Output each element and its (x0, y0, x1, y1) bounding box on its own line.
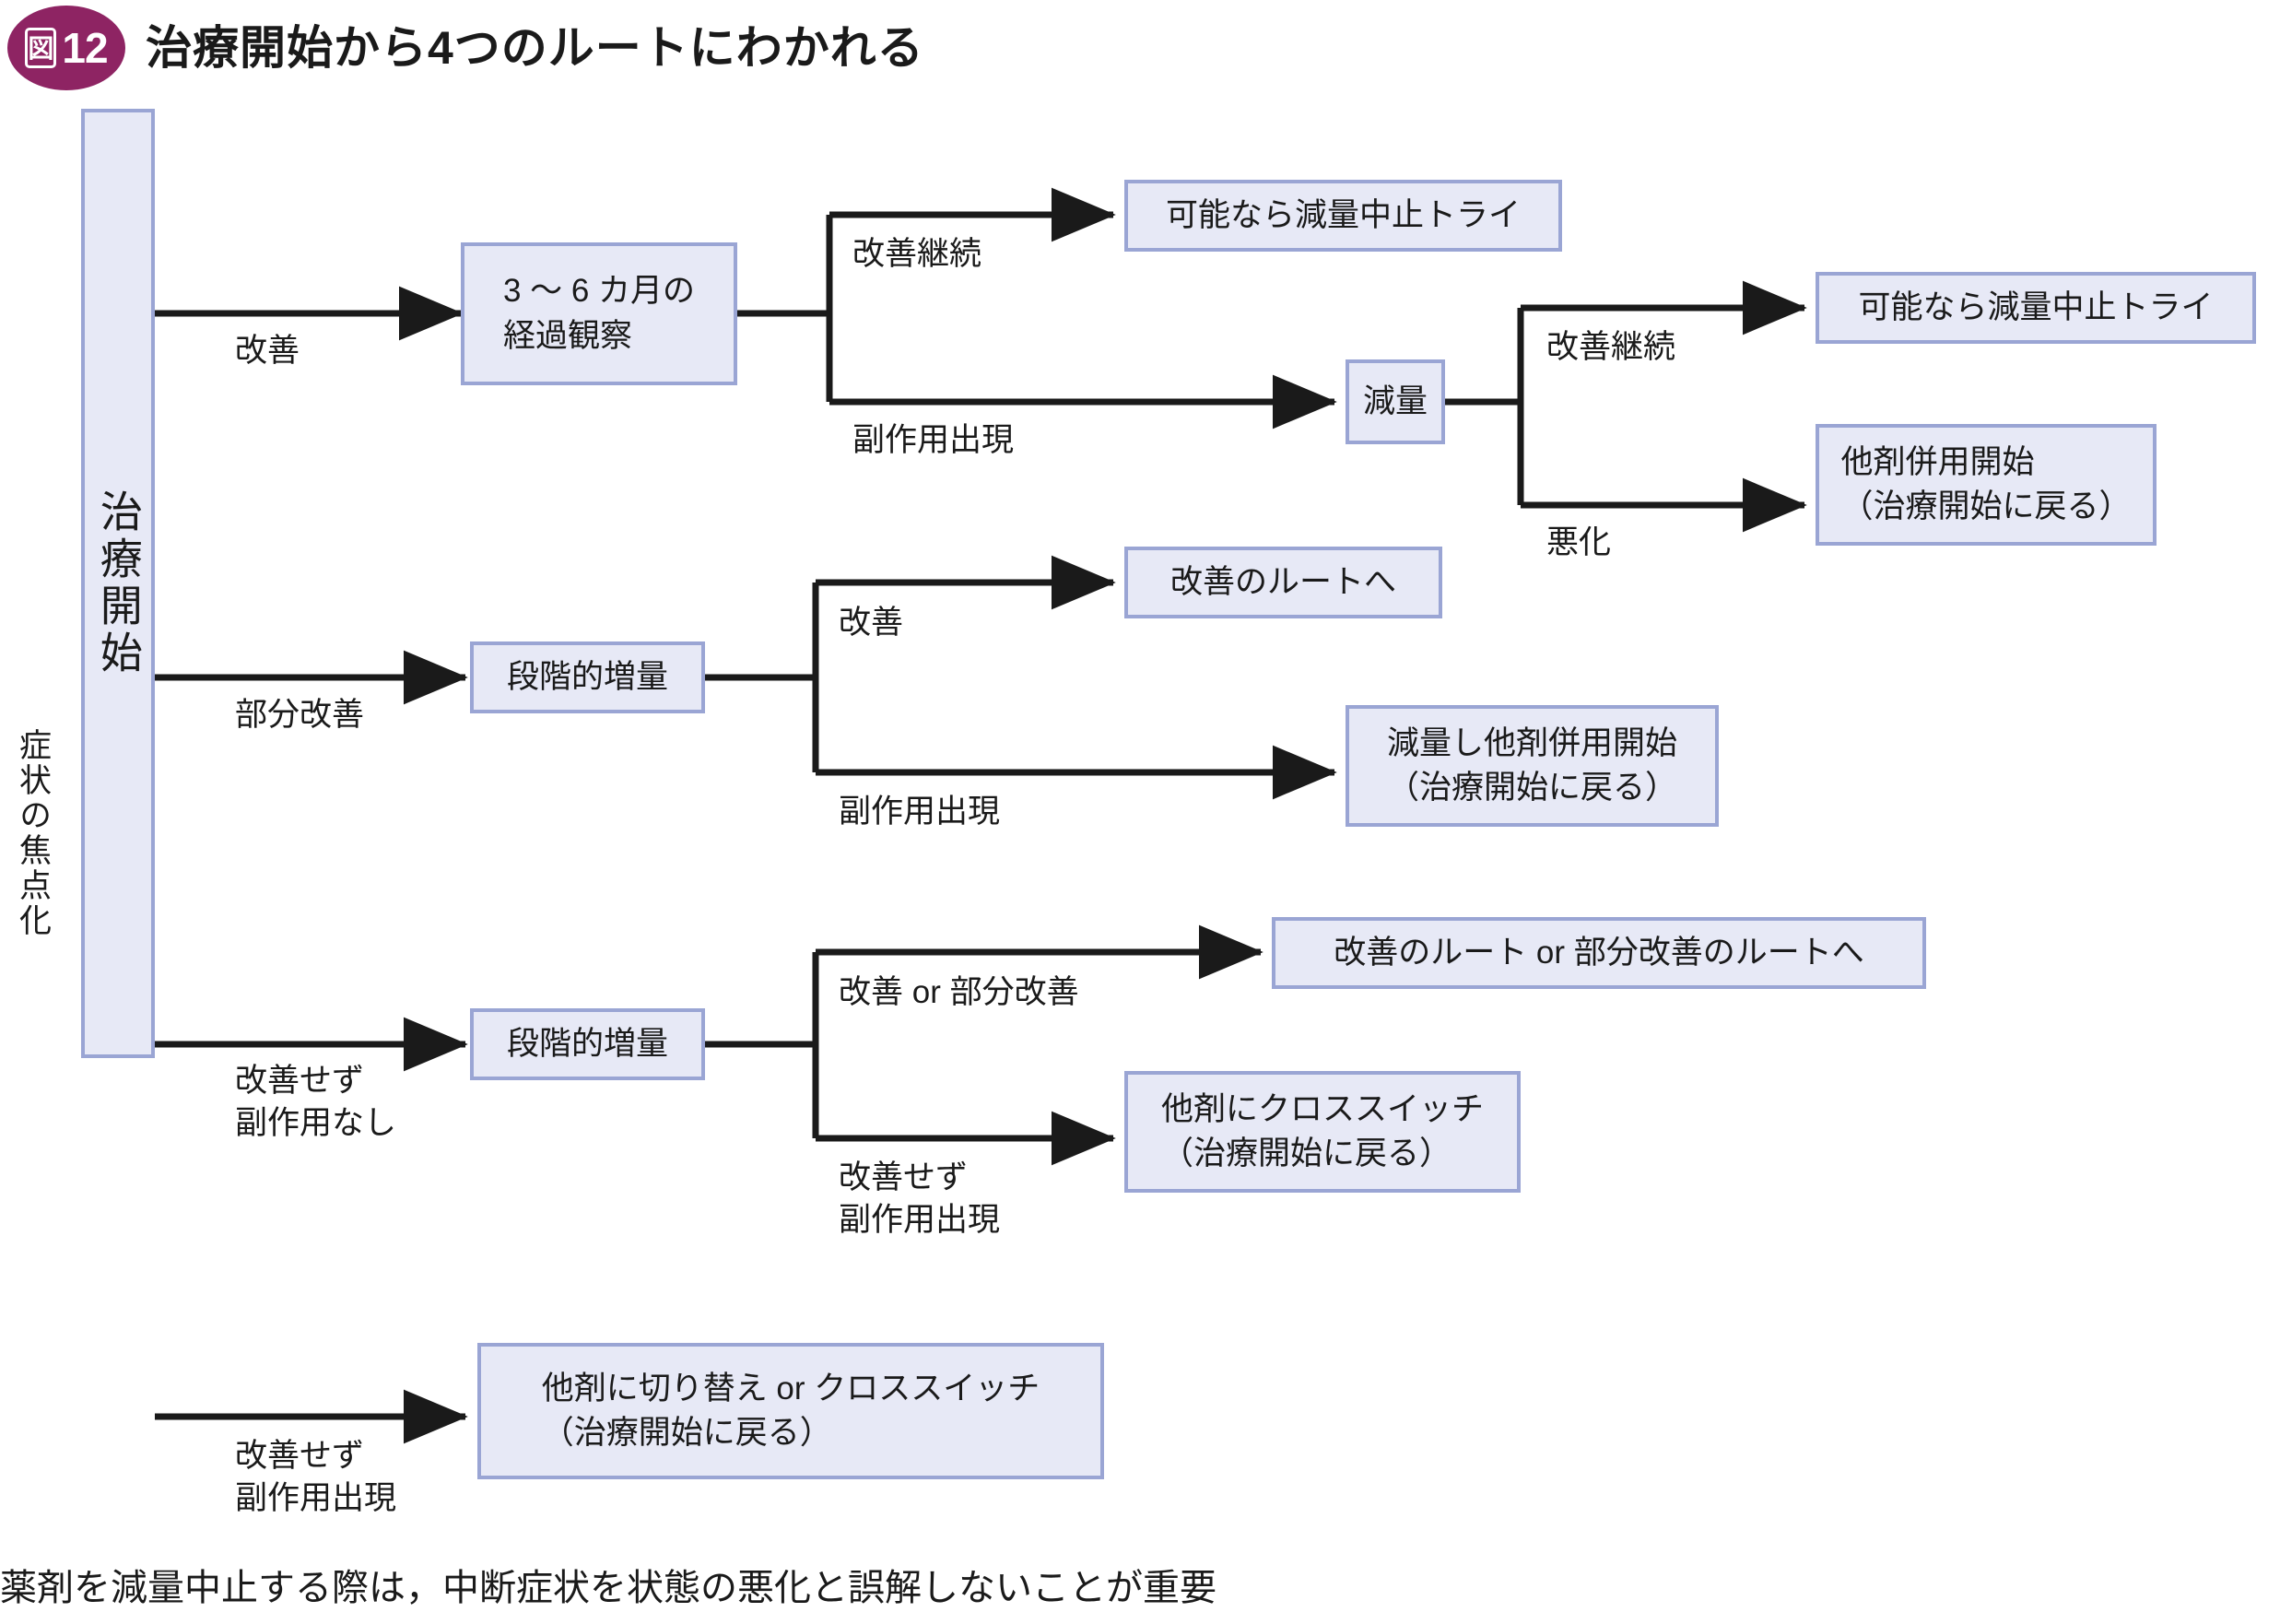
edge-label-partial-improve: 部分改善 (235, 697, 365, 733)
edge-label-improve-or-partial: 改善 or 部分改善 (839, 974, 1079, 1010)
node-cross-switch-return[interactable]: 他剤にクロススイッチ （治療開始に戻る） (1124, 1071, 1521, 1193)
figure-header: 図 12 治療開始から4つのルートにわかれる (0, 0, 2280, 101)
node-add-other-drug-return[interactable]: 他剤併用開始 （治療開始に戻る） (1816, 424, 2157, 546)
edge-label-improve-continue-1: 改善継続 (852, 236, 982, 272)
node-switch-or-cross-switch-return[interactable]: 他剤に切り替え or クロススイッチ （治療開始に戻る） (477, 1343, 1104, 1479)
node-taper-stop-try-1[interactable]: 可能なら減量中止トライ (1124, 180, 1562, 252)
edge-label-no-improve-side-effect-2: 改善せず 副作用出現 (235, 1438, 397, 1516)
edge-label-improve: 改善 (235, 333, 300, 369)
node-go-to-improve-or-partial-route[interactable]: 改善のルート or 部分改善のルートへ (1272, 917, 1926, 989)
edge-label-improve-continue-2: 改善継続 (1546, 329, 1676, 365)
node-go-to-improve-route[interactable]: 改善のルートへ (1124, 547, 1442, 618)
node-stepwise-increase-1[interactable]: 段階的増量 (470, 641, 705, 713)
node-taper-stop-try-2[interactable]: 可能なら減量中止トライ (1816, 272, 2256, 344)
symptom-focus-label: 症状の焦点化 (15, 728, 51, 938)
node-stepwise-increase-2[interactable]: 段階的増量 (470, 1008, 705, 1080)
node-reduce-add-other-drug-return[interactable]: 減量し他剤併用開始 （治療開始に戻る） (1346, 705, 1719, 827)
edge-label-no-improve-no-side-effect: 改善せず 副作用なし (235, 1063, 397, 1141)
figure-number: 12 (62, 24, 108, 72)
edge-label-no-improve-side-effect-1: 改善せず 副作用出現 (839, 1159, 1001, 1238)
page-title: 治療開始から4つのルートにわかれる (146, 22, 924, 74)
flowchart-canvas: 症状の焦点化 治療開始 3 〜 6 カ月の 経過観察 改善 改善継続 副作用出現… (0, 101, 2280, 1539)
node-treatment-start[interactable]: 治療開始 (81, 109, 155, 1058)
node-observation-3-6-months[interactable]: 3 〜 6 カ月の 経過観察 (461, 242, 737, 385)
node-dose-reduction[interactable]: 減量 (1346, 359, 1445, 444)
flowchart-connectors (155, 187, 1807, 1444)
figure-note: 薬剤を減量中止する際は，中断症状を状態の悪化と誤解しないことが重要 (0, 1568, 1216, 1608)
edge-label-side-effect-1: 副作用出現 (852, 422, 1015, 458)
edge-label-worsen: 悪化 (1546, 524, 1612, 560)
figure-number-badge: 図 12 (7, 6, 125, 90)
edge-label-side-effect-2: 副作用出現 (839, 794, 1001, 830)
figure-kanji-icon: 図 (25, 28, 57, 68)
edge-label-improve-2: 改善 (839, 605, 904, 641)
